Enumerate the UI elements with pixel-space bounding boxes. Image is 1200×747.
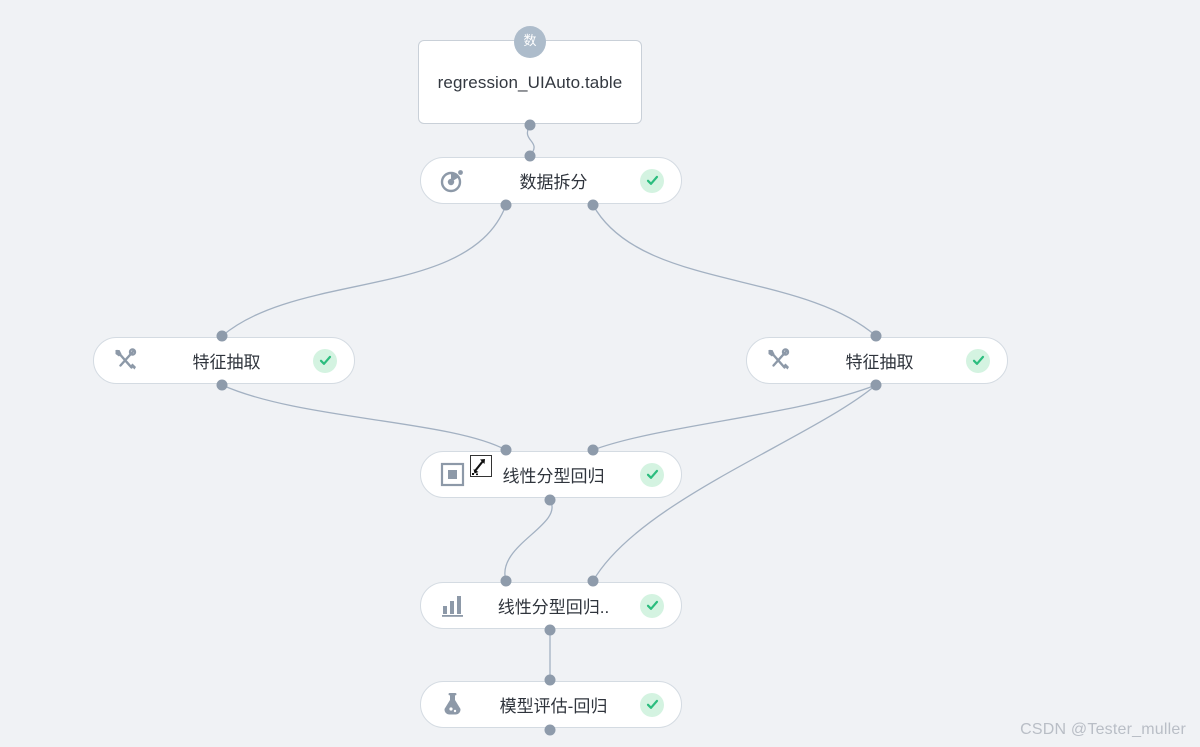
port-train-in-1[interactable] bbox=[500, 444, 512, 456]
node-data-split[interactable]: 数据拆分 bbox=[420, 157, 682, 204]
square-module-icon bbox=[437, 460, 467, 490]
data-badge-icon: 数 bbox=[514, 26, 546, 58]
node-label: regression_UIAuto.table bbox=[437, 72, 623, 92]
port-dataset-out[interactable] bbox=[524, 119, 536, 131]
port-data-split-out-2[interactable] bbox=[587, 199, 599, 211]
node-label: 线性分型回归.. bbox=[497, 598, 610, 617]
status-badge-success bbox=[313, 348, 337, 373]
port-predict-out[interactable] bbox=[544, 624, 556, 636]
node-label: 特征抽取 bbox=[845, 353, 914, 372]
node-label: 模型评估-回归 bbox=[499, 697, 608, 716]
node-feature-extract-left[interactable]: 特征抽取 bbox=[93, 337, 355, 384]
node-linear-regression-predict[interactable]: 线性分型回归.. bbox=[420, 582, 682, 629]
status-badge-success bbox=[640, 168, 664, 193]
edge-train-to-predict[interactable] bbox=[504, 499, 553, 582]
node-model-evaluation[interactable]: 模型评估-回归 bbox=[420, 681, 682, 728]
edge-split-to-feature-left[interactable] bbox=[221, 204, 507, 337]
port-data-split-out-1[interactable] bbox=[500, 199, 512, 211]
port-predict-in-1[interactable] bbox=[500, 575, 512, 587]
check-icon bbox=[646, 175, 658, 185]
tools-icon bbox=[110, 346, 140, 376]
port-train-in-2[interactable] bbox=[587, 444, 599, 456]
port-feature-left-in[interactable] bbox=[216, 330, 228, 342]
pie-chart-icon bbox=[440, 169, 463, 192]
node-label: 线性分型回归 bbox=[502, 467, 605, 486]
port-data-split-in[interactable] bbox=[524, 150, 536, 162]
port-evaluation-in[interactable] bbox=[544, 674, 556, 686]
node-label: 数据拆分 bbox=[519, 173, 588, 192]
node-label: 特征抽取 bbox=[192, 353, 261, 372]
port-feature-right-in[interactable] bbox=[870, 330, 882, 342]
check-icon bbox=[646, 600, 658, 610]
tools-icon bbox=[115, 348, 136, 370]
node-feature-extract-right[interactable]: 特征抽取 bbox=[746, 337, 1008, 384]
edge-feature-left-to-train[interactable] bbox=[221, 384, 507, 451]
port-evaluation-out[interactable] bbox=[544, 724, 556, 736]
tools-icon bbox=[763, 346, 793, 376]
port-train-out[interactable] bbox=[544, 494, 556, 506]
node-linear-regression-train[interactable]: 线性分型回归 bbox=[420, 451, 682, 498]
bar-chart-icon bbox=[437, 591, 467, 621]
port-feature-right-out[interactable] bbox=[870, 379, 882, 391]
status-badge-success bbox=[640, 593, 664, 618]
status-badge-success bbox=[640, 692, 664, 717]
check-icon bbox=[319, 355, 331, 365]
status-badge-success bbox=[966, 348, 990, 373]
edge-feature-right-to-train[interactable] bbox=[592, 384, 877, 451]
flask-icon bbox=[437, 690, 467, 720]
pie-chart-icon bbox=[437, 166, 467, 196]
edge-split-to-feature-right[interactable] bbox=[592, 204, 877, 337]
port-feature-left-out[interactable] bbox=[216, 379, 228, 391]
watermark-text: CSDN @Tester_muller bbox=[1020, 721, 1186, 738]
bar-chart-icon bbox=[441, 596, 463, 617]
tools-icon bbox=[768, 348, 789, 370]
square-module-icon bbox=[440, 462, 464, 487]
check-icon bbox=[646, 469, 658, 479]
status-badge-success bbox=[640, 462, 664, 487]
check-icon bbox=[972, 355, 984, 365]
port-predict-in-2[interactable] bbox=[587, 575, 599, 587]
check-icon bbox=[646, 699, 658, 709]
flask-icon bbox=[443, 693, 461, 715]
